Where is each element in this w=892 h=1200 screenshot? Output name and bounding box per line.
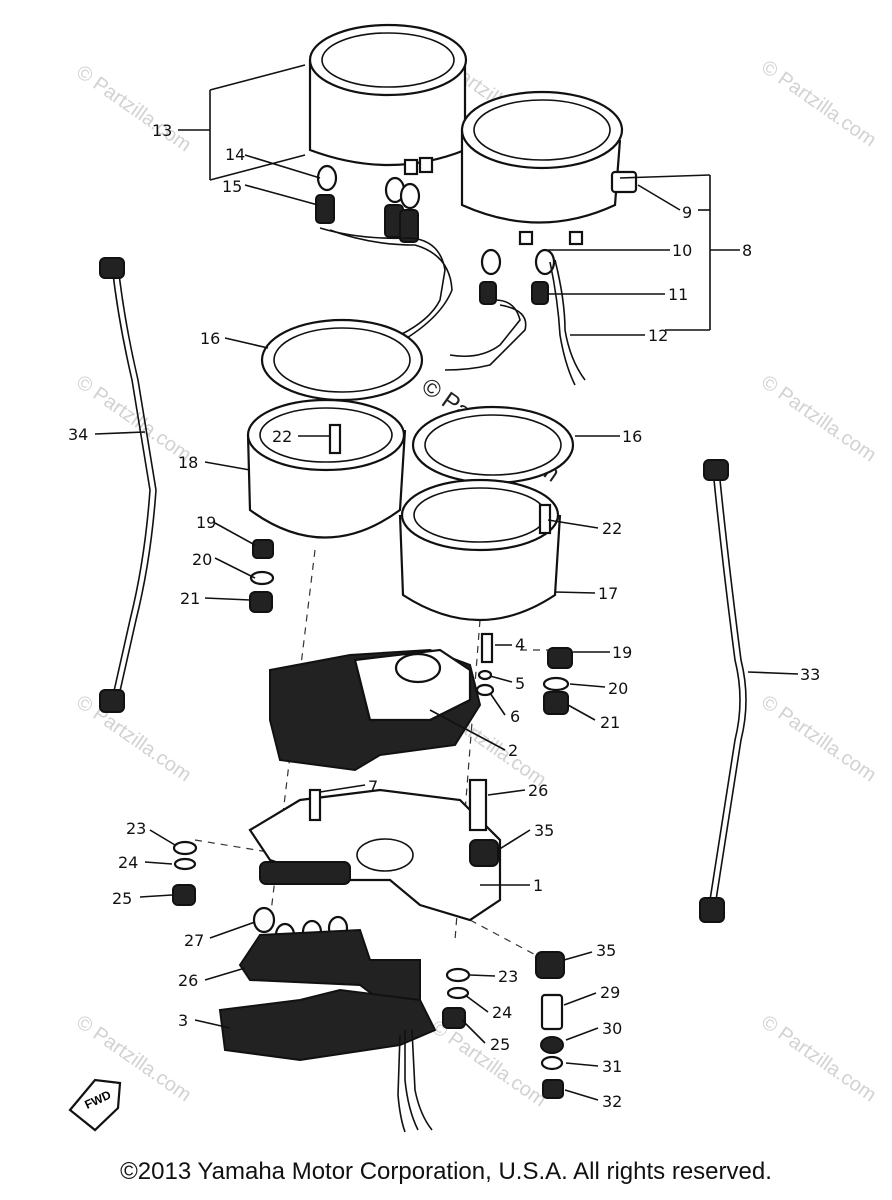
- callout-16-left: 16: [200, 329, 220, 348]
- callout-21-right: 21: [600, 713, 620, 732]
- cables-33-34: [99, 257, 747, 923]
- callout-26: 26: [178, 971, 198, 990]
- callout-25-right: 25: [490, 1035, 510, 1054]
- callout-24-right: 24: [492, 1003, 512, 1022]
- bolt-grommet-28-35: [468, 778, 565, 1099]
- callout-29: 29: [600, 983, 620, 1002]
- callout-35-upper: 35: [534, 821, 554, 840]
- callout-4: 4: [515, 635, 525, 654]
- callout-3: 3: [178, 1011, 188, 1030]
- callout-11: 11: [668, 285, 688, 304]
- left-bulbs-sockets: [315, 164, 453, 351]
- lower-socket-assembly: [218, 906, 437, 1133]
- callout-24-left: 24: [118, 853, 138, 872]
- callout-14: 14: [225, 145, 245, 164]
- watermark: © Partzilla.com: [72, 691, 195, 786]
- callout-22-right: 22: [602, 519, 622, 538]
- watermark: © Partzilla.com: [757, 691, 880, 786]
- callout-2: 2: [508, 741, 518, 760]
- callout-32: 32: [602, 1092, 622, 1111]
- fwd-arrow: FWD: [68, 1078, 122, 1132]
- callout-1: 1: [533, 876, 543, 895]
- callout-17: 17: [598, 584, 618, 603]
- right-grommets: [475, 632, 573, 715]
- plate-1: [248, 788, 502, 922]
- callout-23-right: 23: [498, 967, 518, 986]
- callout-7: 7: [368, 777, 378, 796]
- cups-17-18: [246, 398, 562, 622]
- left-washers: [172, 840, 471, 1029]
- callout-6: 6: [510, 707, 520, 726]
- callout-35-lower: 35: [596, 941, 616, 960]
- callout-18: 18: [178, 453, 198, 472]
- watermark: © Partzilla.com: [757, 371, 880, 466]
- callout-34: 34: [68, 425, 88, 444]
- callout-16-right: 16: [622, 427, 642, 446]
- watermark: © Partzilla.com: [427, 1016, 550, 1111]
- callout-10: 10: [672, 241, 692, 260]
- callout-21-left: 21: [180, 589, 200, 608]
- callout-23-left: 23: [126, 819, 146, 838]
- callouts: 13 14 15 9 10 8 11 12 16 16 34 18 22 19 …: [68, 121, 820, 1111]
- callout-25-left: 25: [112, 889, 132, 908]
- watermark: © Partzilla.com: [72, 61, 195, 156]
- watermark: © Partzilla.com: [757, 1011, 880, 1106]
- right-gauge-8: [460, 90, 638, 246]
- callout-15: 15: [222, 177, 242, 196]
- left-grommets: [249, 539, 275, 613]
- callout-12: 12: [648, 326, 668, 345]
- callout-31: 31: [602, 1057, 622, 1076]
- callout-8: 8: [742, 241, 752, 260]
- housing-2: [269, 648, 482, 772]
- callout-30: 30: [602, 1019, 622, 1038]
- callout-27: 27: [184, 931, 204, 950]
- callout-19-right: 19: [612, 643, 632, 662]
- callout-22-left: 22: [272, 427, 292, 446]
- copyright-footer: ©2013 Yamaha Motor Corporation, U.S.A. A…: [120, 1158, 772, 1185]
- callout-9: 9: [682, 203, 692, 222]
- callout-33: 33: [800, 665, 820, 684]
- callout-20-left: 20: [192, 550, 212, 569]
- callout-13: 13: [152, 121, 172, 140]
- right-bulbs-sockets: [444, 248, 586, 386]
- rings-16: [260, 318, 575, 485]
- leader-lines: [94, 64, 799, 1101]
- callout-20-right: 20: [608, 679, 628, 698]
- callout-28: 26: [528, 781, 548, 800]
- left-gauge-13: [308, 23, 468, 176]
- callout-19-left: 19: [196, 513, 216, 532]
- callout-5: 5: [515, 674, 525, 693]
- watermark: © Partzilla.com: [757, 56, 880, 151]
